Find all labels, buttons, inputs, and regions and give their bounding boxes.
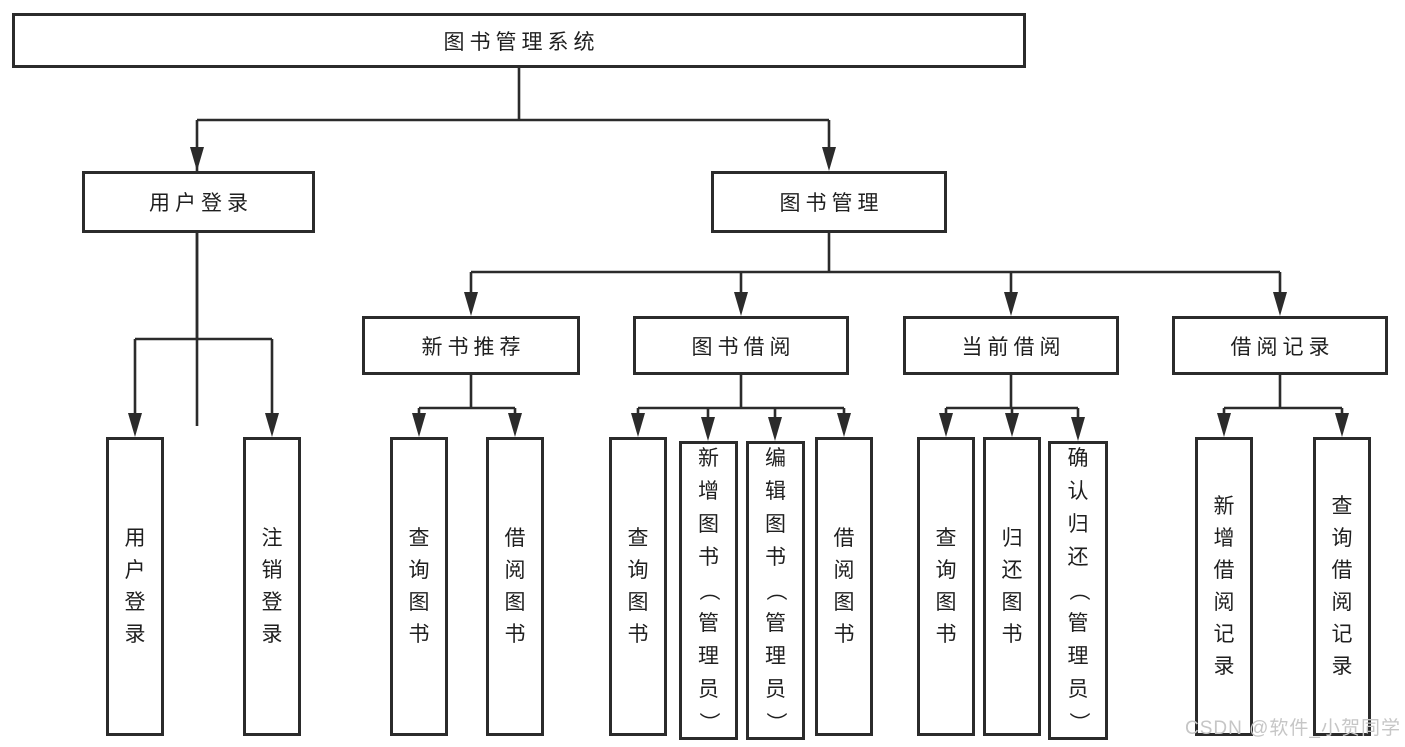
node-label: 借阅记录 [1230,335,1335,359]
arrowhead [412,413,426,437]
csdn-watermark: CSDN @软件_小贺同学 [1185,718,1401,739]
node-label: 查询图书 [408,527,430,646]
connector-recommend [417,375,517,426]
node-label: 用户登录 [149,192,253,215]
arrowhead [837,413,851,437]
leaf-edit-books-admin: 编辑图书（管理员） [746,441,805,740]
node-label: 新增借阅记录 [1213,495,1235,678]
connector-borrow [636,375,846,430]
node-borrow-records: 借阅记录 [1172,316,1388,375]
node-label: 图书管理 [779,192,884,215]
leaf-query-books-borrow: 查询图书 [609,437,667,736]
leaf-logout: 注销登录 [243,437,301,736]
arrowhead [1335,413,1349,437]
leaf-borrow-books-borrow: 借阅图书 [815,437,873,736]
connector-root [195,68,831,426]
leaf-borrow-books-recommend: 借阅图书 [486,437,544,736]
arrowhead [939,413,953,437]
leaf-add-borrow-record: 新增借阅记录 [1195,437,1253,736]
node-root: 图书管理系统 [12,13,1026,68]
arrowhead [701,417,715,441]
leaf-return-books: 归还图书 [983,437,1041,736]
node-book-borrow: 图书借阅 [633,316,849,375]
node-label: 当前借阅 [961,335,1066,359]
arrowhead [508,413,522,437]
arrowhead [768,417,782,441]
node-label: 用户登录 [124,527,146,646]
node-label: 借阅图书 [504,527,526,646]
node-new-book-recommend: 新书推荐 [362,316,580,375]
leaf-add-books-admin: 新增图书（管理员） [679,441,738,740]
node-label: 查询图书 [627,527,649,646]
node-label: 归还图书 [1001,527,1023,646]
arrowhead [464,292,478,316]
node-book-management: 图书管理 [711,171,947,233]
node-label: 查询借阅记录 [1331,495,1353,678]
arrowhead [1273,292,1287,316]
node-label: 查询图书 [935,527,957,646]
leaf-query-books-current: 查询图书 [917,437,975,736]
arrowhead [128,413,142,437]
node-label: 新书推荐 [421,335,526,359]
leaf-confirm-return-admin: 确认归还（管理员） [1048,441,1108,740]
arrowhead [1005,413,1019,437]
node-label: 借阅图书 [833,527,855,646]
arrowhead [1071,417,1085,441]
node-label: 新增图书（管理员） [697,447,720,733]
node-user-login-module: 用户登录 [82,171,315,233]
arrowhead [734,292,748,316]
connector-records [1222,375,1344,426]
leaf-user-login: 用户登录 [106,437,164,736]
arrowhead [822,147,836,171]
leaf-query-books-recommend: 查询图书 [390,437,448,736]
arrowhead [631,413,645,437]
arrowhead [1217,413,1231,437]
node-label: 编辑图书（管理员） [764,447,787,733]
node-label: 图书管理系统 [443,30,600,54]
node-current-borrow: 当前借阅 [903,316,1119,375]
node-label: 图书借阅 [691,335,796,359]
leaf-query-borrow-record: 查询借阅记录 [1313,437,1371,736]
node-label: 注销登录 [261,527,283,646]
arrowhead [265,413,279,437]
node-label: 确认归还（管理员） [1066,447,1090,733]
arrowhead [1004,292,1018,316]
connector-user-module [133,233,274,426]
arrowhead [190,147,204,171]
connector-book-module [469,233,1282,305]
